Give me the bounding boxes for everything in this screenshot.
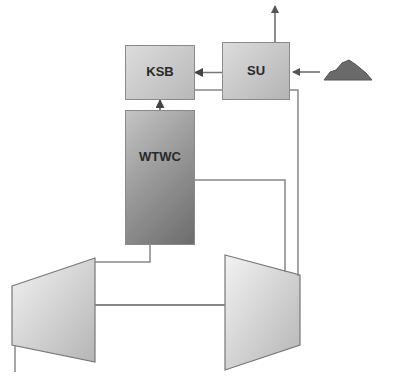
compressor <box>12 258 95 362</box>
turbine <box>225 255 300 370</box>
pipe <box>195 180 285 272</box>
exhaust-arrow <box>274 6 276 42</box>
flow-connector <box>195 72 222 74</box>
node-label: SU <box>247 63 265 99</box>
fuel-arrow <box>293 71 320 73</box>
shaft <box>95 304 225 306</box>
node-label: KSB <box>146 64 173 99</box>
node-label: WTWC <box>139 149 181 244</box>
preparation-box: SU <box>222 42 290 100</box>
pipe <box>195 90 298 276</box>
air-inlet <box>14 345 16 372</box>
heat-exchanger-box: WTWC <box>125 110 195 245</box>
boiler-box: KSB <box>125 45 195 100</box>
coal-pile <box>324 60 372 80</box>
pipe <box>95 245 150 262</box>
flow-connector <box>159 100 161 110</box>
flow-connector <box>159 100 161 110</box>
